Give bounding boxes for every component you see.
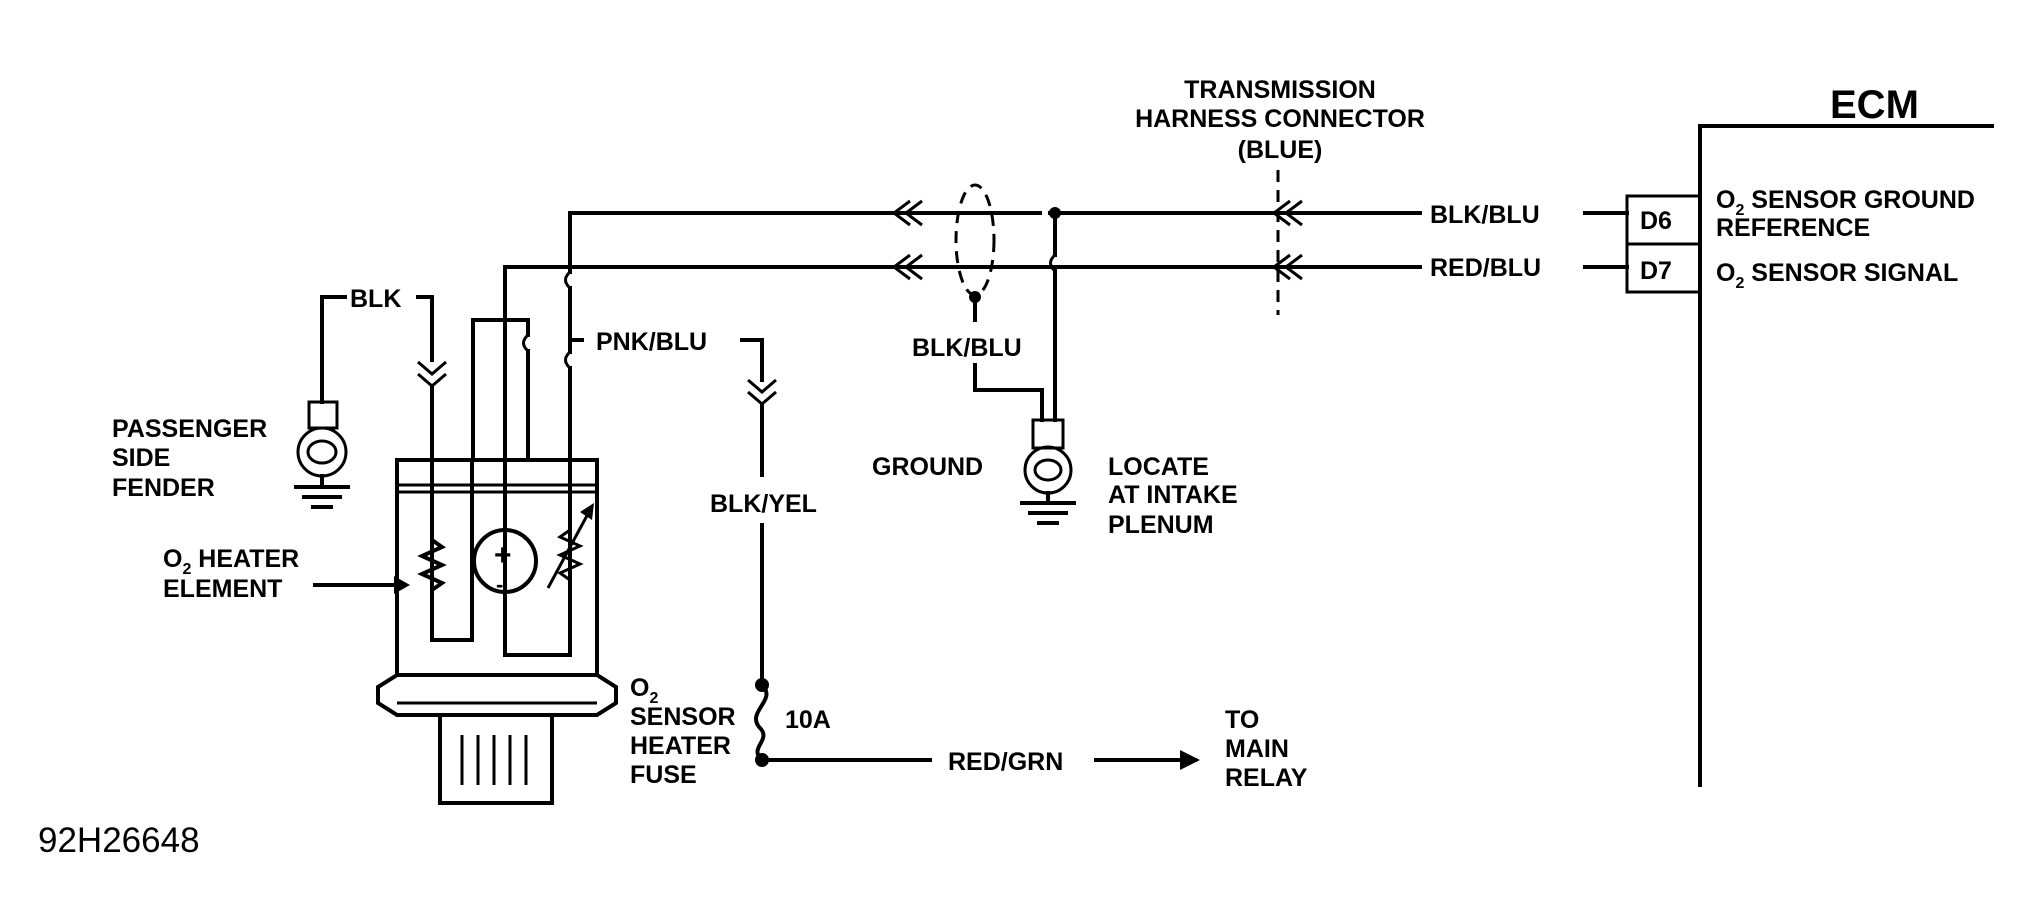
heater-element-label-2: ELEMENT <box>163 575 282 603</box>
fuse-label-1: O2 <box>630 674 658 707</box>
transmission-harness-connector: TRANSMISSION HARNESS CONNECTOR (BLUE) <box>1135 76 1425 315</box>
heater-fuse: 10A O2 SENSOR HEATER FUSE <box>630 674 831 789</box>
cell-minus-icon: - <box>496 572 503 597</box>
locate-label-1: LOCATE <box>1108 453 1209 481</box>
wire-heater-feed: PNK/BLU BLK/YEL <box>568 328 817 687</box>
shield-drain: BLK/BLU <box>912 183 1061 422</box>
connector-chevrons <box>891 199 1303 281</box>
relay-label-3: RELAY <box>1225 764 1308 792</box>
connector-label-1: TRANSMISSION <box>1184 76 1376 104</box>
wire-d7-label: RED/BLU <box>1430 254 1541 282</box>
wire-heater-ground: BLK <box>320 285 447 622</box>
heater-element-callout: O2 HEATER ELEMENT <box>163 545 410 603</box>
ground-passenger-fender: PASSENGER SIDE FENDER <box>112 400 350 509</box>
relay-label-2: MAIN <box>1225 735 1289 763</box>
relay-feed-label: RED/GRN <box>948 748 1063 776</box>
connector-label-3: (BLUE) <box>1238 136 1323 164</box>
d7-description: O2 SENSOR SIGNAL <box>1716 259 1958 292</box>
ground-intake-plenum: GROUND LOCATE AT INTAKE PLENUM <box>872 418 1238 539</box>
locate-label-2: AT INTAKE <box>1108 481 1238 509</box>
fuse-label-3: HEATER <box>630 732 731 760</box>
o2-sensor: + - <box>376 318 618 805</box>
connector-label-2: HARNESS CONNECTOR <box>1135 105 1425 133</box>
fuse-label-2: SENSOR <box>630 703 736 731</box>
d6-description-line2: REFERENCE <box>1716 214 1870 242</box>
ecm-housing: ECM D6 D7 O2 SENSOR GROUND REFERENCE O2 … <box>1625 83 1994 787</box>
heater-feed-label: PNK/BLU <box>596 328 707 356</box>
fuse-label-4: FUSE <box>630 761 697 789</box>
ground-label: GROUND <box>872 453 983 481</box>
fender-label-1: PASSENGER <box>112 415 267 443</box>
figure-id: 92H26648 <box>38 821 200 860</box>
heater-element-label-1: O2 HEATER <box>163 545 299 578</box>
ecm-title: ECM <box>1830 83 1919 127</box>
fender-label-2: SIDE <box>112 444 170 472</box>
d6-description: O2 SENSOR GROUND <box>1716 186 1975 219</box>
pin-d6: D6 <box>1640 207 1672 235</box>
relay-label-1: TO <box>1225 706 1259 734</box>
cell-plus-icon: + <box>494 539 512 572</box>
wire-d6-label: BLK/BLU <box>1430 201 1540 229</box>
shield-wire-label: BLK/BLU <box>912 334 1022 362</box>
heater-ground-label: BLK <box>350 285 401 313</box>
fuse-rating: 10A <box>785 706 831 734</box>
fuse-feed-label: BLK/YEL <box>710 490 817 518</box>
fender-label-3: FENDER <box>112 474 215 502</box>
pin-d7: D7 <box>1640 257 1672 285</box>
wire-d7: RED/BLU <box>503 254 1629 652</box>
wire-relay-feed: RED/GRN TO MAIN RELAY <box>760 706 1308 792</box>
locate-label-3: PLENUM <box>1108 511 1214 539</box>
